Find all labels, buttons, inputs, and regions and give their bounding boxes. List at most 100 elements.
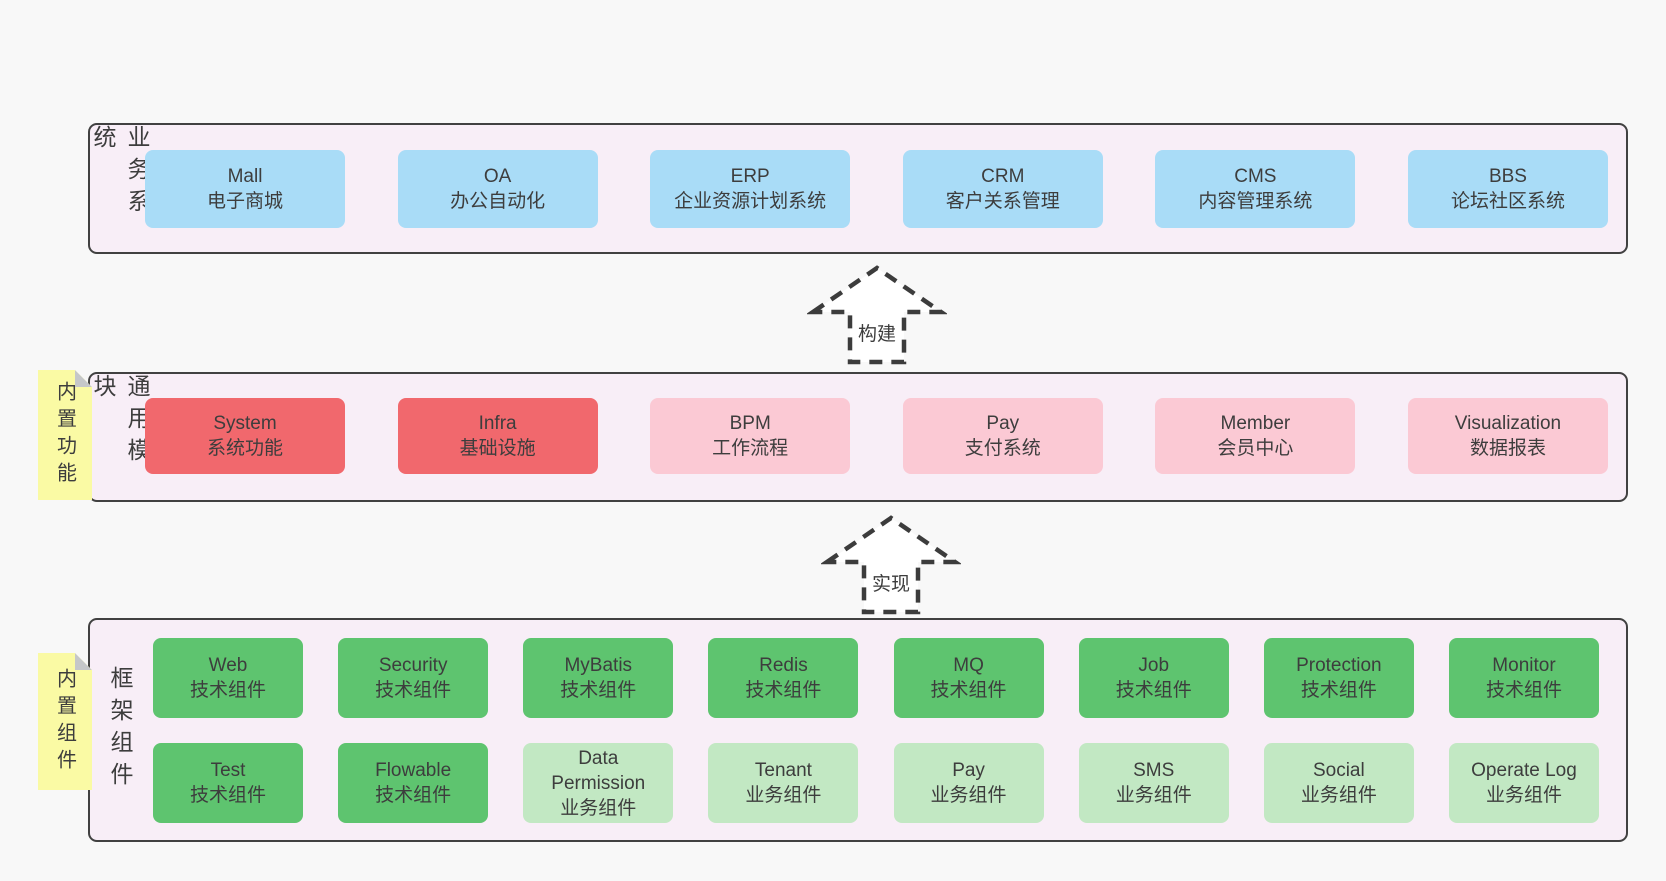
layer-label-business-systems: 业务系统 <box>90 125 150 221</box>
module-box-title: Social <box>1312 760 1365 781</box>
module-box-subtitle: 业务组件 <box>1115 785 1192 806</box>
module-box-title: MyBatis <box>564 655 633 676</box>
arrow-implement: 实现 <box>821 512 961 616</box>
module-box-title: Security <box>378 655 448 676</box>
module-box-title: Flowable <box>375 760 452 781</box>
module-box-title: Monitor <box>1492 655 1556 676</box>
module-box-member: Member 会员中心 <box>1155 398 1356 474</box>
module-box-title: Protection <box>1296 655 1382 676</box>
module-box-security: Security 技术组件 <box>338 638 489 718</box>
module-box-subtitle: 技术组件 <box>189 680 266 701</box>
module-box-cms: CMS 内容管理系统 <box>1155 150 1356 228</box>
module-box-title: Web <box>208 655 248 676</box>
module-box-title: Pay <box>986 413 1020 434</box>
module-box-title: Operate Log <box>1471 760 1577 781</box>
module-box-pay: Pay 支付系统 <box>902 398 1103 474</box>
module-box-title: BPM <box>729 413 771 434</box>
module-box-oa: OA 办公自动化 <box>397 150 598 228</box>
module-box-subtitle: 基础设施 <box>459 438 536 459</box>
module-box-subtitle: 办公自动化 <box>450 191 546 212</box>
module-box-protection: Protection 技术组件 <box>1263 638 1414 718</box>
module-box-bbs: BBS 论坛社区系统 <box>1407 150 1608 228</box>
module-box-title: Pay <box>952 760 985 781</box>
sticky-note-builtin-components: 内置组件 <box>38 653 92 790</box>
sticky-note-builtin-features-label: 内置功能 <box>53 381 76 489</box>
module-box-pay: Pay 业务组件 <box>893 743 1044 823</box>
module-box-web: Web 技术组件 <box>153 638 303 718</box>
module-box-job: Job 技术组件 <box>1078 638 1229 718</box>
module-box-title: Data Permission <box>551 747 646 794</box>
module-box-bpm: BPM 工作流程 <box>650 398 851 474</box>
module-box-subtitle: 技术组件 <box>1485 680 1562 701</box>
module-box-mq: MQ 技术组件 <box>893 638 1044 718</box>
module-box-subtitle: 电子商城 <box>206 191 283 212</box>
module-box-subtitle: 技术组件 <box>560 680 637 701</box>
module-box-subtitle: 业务组件 <box>560 797 637 819</box>
module-box-subtitle: 内容管理系统 <box>1198 191 1313 212</box>
sticky-note-builtin-features: 内置功能 <box>38 370 92 500</box>
module-box-subtitle: 企业资源计划系统 <box>674 191 827 212</box>
module-box-crm: CRM 客户关系管理 <box>902 150 1103 228</box>
box-row-business-systems: Mall 电子商城 OA 办公自动化 ERP 企业资源计划系统 CRM 客户关系管理 CMS 内容… <box>145 150 1608 228</box>
module-box-subtitle: 技术组件 <box>375 785 452 806</box>
module-box-title: SMS <box>1133 760 1175 781</box>
module-box-title: Tenant <box>754 760 812 781</box>
module-box-erp: ERP 企业资源计划系统 <box>650 150 851 228</box>
module-box-subtitle: 业务组件 <box>745 785 822 806</box>
module-box-redis: Redis 技术组件 <box>708 638 859 718</box>
module-box-title: Job <box>1138 655 1170 676</box>
module-box-subtitle: 支付系统 <box>964 438 1041 459</box>
module-box-title: Redis <box>759 655 808 676</box>
arrow-up-dashed-icon <box>821 515 961 615</box>
module-box-title: BBS <box>1488 166 1527 187</box>
module-box-title: ERP <box>730 166 770 187</box>
module-box-subtitle: 技术组件 <box>745 680 822 701</box>
module-box-title: Member <box>1220 413 1291 434</box>
module-box-social: Social 业务组件 <box>1263 743 1414 823</box>
module-box-operate-log: Operate Log 业务组件 <box>1448 743 1599 823</box>
arrow-implement-label: 实现 <box>866 566 916 599</box>
module-box-subtitle: 论坛社区系统 <box>1450 191 1565 212</box>
module-box-data-permission: Data Permission 业务组件 <box>523 743 674 823</box>
layer-label-common-modules: 通用模块 <box>90 374 150 470</box>
layer-label-framework-components: 框架组件 <box>107 666 133 794</box>
arrow-up-dashed-icon <box>807 265 947 365</box>
module-box-monitor: Monitor 技术组件 <box>1448 638 1599 718</box>
sticky-note-builtin-components-label: 内置组件 <box>53 667 76 776</box>
module-box-subtitle: 技术组件 <box>930 680 1007 701</box>
module-box-subtitle: 技术组件 <box>375 680 452 701</box>
module-box-subtitle: 系统功能 <box>206 438 283 459</box>
module-box-sms: SMS 业务组件 <box>1078 743 1229 823</box>
module-box-mall: Mall 电子商城 <box>145 150 345 228</box>
module-box-mybatis: MyBatis 技术组件 <box>523 638 674 718</box>
module-box-subtitle: 数据报表 <box>1469 438 1546 459</box>
module-box-visualization: Visualization 数据报表 <box>1407 398 1608 474</box>
module-box-subtitle: 业务组件 <box>930 785 1007 806</box>
module-box-subtitle: 业务组件 <box>1300 785 1377 806</box>
module-box-subtitle: 技术组件 <box>1300 680 1377 701</box>
module-box-title: CMS <box>1234 166 1277 187</box>
module-box-title: Infra <box>478 413 517 434</box>
module-box-flowable: Flowable 技术组件 <box>338 743 489 823</box>
module-box-title: Mall <box>227 166 263 187</box>
arrow-build-label: 构建 <box>852 316 902 349</box>
module-box-title: Visualization <box>1454 413 1562 434</box>
module-box-subtitle: 技术组件 <box>1115 680 1192 701</box>
module-box-infra: Infra 基础设施 <box>397 398 598 474</box>
module-box-title: OA <box>483 166 512 187</box>
module-box-subtitle: 客户关系管理 <box>945 191 1060 212</box>
module-box-tenant: Tenant 业务组件 <box>708 743 859 823</box>
module-box-title: MQ <box>953 655 984 676</box>
module-box-subtitle: 业务组件 <box>1485 785 1562 806</box>
module-box-subtitle: 会员中心 <box>1217 438 1294 459</box>
module-box-subtitle: 技术组件 <box>189 785 266 806</box>
module-box-subtitle: 工作流程 <box>712 438 789 459</box>
module-box-title: CRM <box>981 166 1025 187</box>
